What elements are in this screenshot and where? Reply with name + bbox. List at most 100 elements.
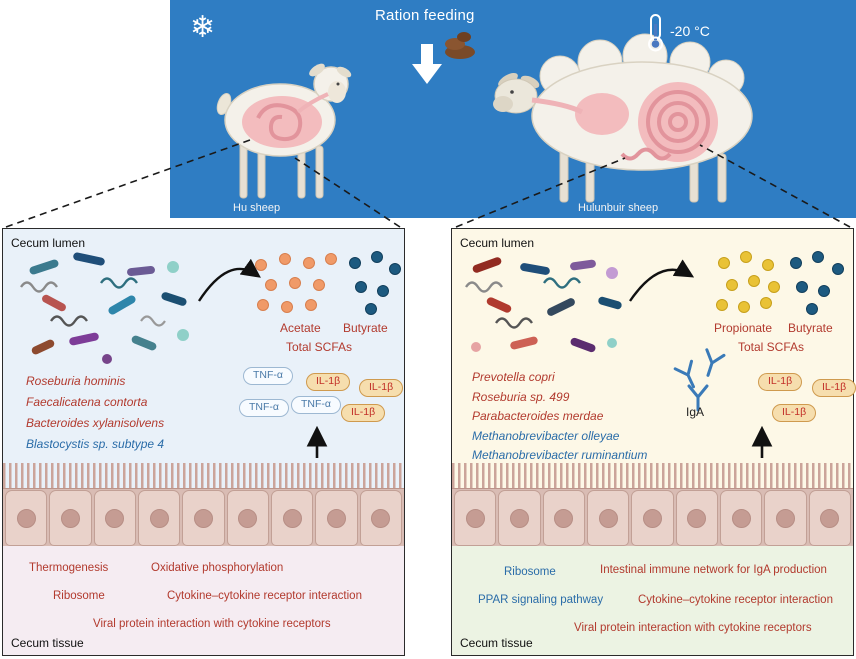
cell-nucleus: [16, 509, 36, 528]
cell-nucleus: [105, 509, 125, 528]
pathway-label: Viral protein interaction with cytokine …: [93, 618, 331, 630]
temperature-label: -20 °C: [670, 23, 710, 39]
cell-nucleus: [238, 509, 258, 528]
cell-nucleus: [687, 509, 707, 528]
epithelial-cell: [631, 490, 674, 546]
cell-nucleus: [60, 509, 80, 528]
pathway-label: Ribosome: [504, 566, 556, 578]
pathway-label: Thermogenesis: [29, 562, 109, 574]
cell-nucleus: [465, 509, 485, 528]
epithelial-cell: [5, 490, 48, 546]
epithelial-cell-row: [452, 489, 853, 546]
bacteria-name: Blastocystis sp. subtype 4: [26, 437, 165, 451]
iga-antibody-icons: [673, 348, 726, 412]
cell-nucleus: [193, 509, 213, 528]
pathway-label: PPAR signaling pathway: [478, 594, 604, 606]
bacteria-name: Methanobrevibacter olleyae: [472, 428, 620, 443]
bacteria-cluster: [20, 252, 189, 364]
top-panel-illustration: [216, 14, 753, 203]
right-lumen-illustration: [465, 251, 844, 458]
left-cecum-lumen: Cecum lumen Acetate Butyrate Total SCFAs…: [3, 229, 404, 463]
cell-nucleus: [326, 509, 346, 528]
pathway-label: Viral protein interaction with cytokine …: [574, 622, 812, 634]
cell-nucleus: [554, 509, 574, 528]
epithelial-cell: [49, 490, 92, 546]
iga-label: IgA: [686, 405, 705, 419]
right-bacteria-list: Prevotella copri Roseburia sp. 499 Parab…: [472, 368, 647, 466]
top-panel: ❄ Ration feeding -20 °C Hu sheep Hulunbu…: [170, 0, 856, 218]
cell-nucleus: [149, 509, 169, 528]
left-bacteria-list: Roseburia hominis Faecalicatena contorta…: [26, 371, 164, 455]
epithelial-cell: [808, 490, 851, 546]
epithelial-cell: [675, 490, 718, 546]
il-1b-pill: IL-1β: [812, 379, 856, 397]
butyrate-dots: [790, 251, 844, 315]
feed-pile-icon: [445, 32, 475, 59]
left-tissue-label: Cecum tissue: [11, 636, 84, 650]
propionate-dots: [716, 251, 780, 313]
tnf-alpha-pill: TNF-α: [239, 399, 289, 417]
il-1b-pill: IL-1β: [758, 373, 803, 391]
epithelial-cell: [182, 490, 225, 546]
left-lumen-label: Cecum lumen: [11, 236, 86, 250]
left-tissue-region: Thermogenesis Oxidative phosphorylation …: [3, 546, 404, 655]
epithelial-cell: [270, 490, 314, 546]
cell-nucleus: [820, 509, 840, 528]
hu-sheep-label: Hu sheep: [233, 202, 281, 214]
ration-feeding-title: Ration feeding: [375, 7, 475, 24]
epithelial-cell: [764, 490, 807, 546]
epithelial-cell: [137, 490, 181, 546]
cell-nucleus: [282, 509, 302, 528]
bacteria-name: Roseburia sp. 499: [472, 389, 570, 404]
right-tissue-region: Ribosome Intestinal immune network for I…: [452, 546, 853, 655]
epithelial-cell: [542, 490, 585, 546]
epithelial-cell: [454, 490, 497, 546]
cell-nucleus: [642, 509, 662, 528]
bacteria-name: Parabacteroides merdae: [472, 409, 604, 423]
epithelial-cell: [226, 490, 269, 546]
bacteria-name: Faecalicatena contorta: [26, 395, 148, 409]
cell-nucleus: [371, 509, 391, 528]
total-scfas-label: Total SCFAs: [286, 340, 353, 354]
left-lumen-illustration: [20, 251, 401, 458]
total-scfas-label: Total SCFAs: [738, 340, 805, 354]
hulunbuir-sheep-illustration: [493, 33, 753, 203]
tnf-alpha-pill: TNF-α: [243, 367, 293, 385]
il-1b-pill: IL-1β: [306, 373, 351, 391]
tnf-alpha-pill: TNF-α: [291, 396, 341, 414]
propionate-label: Propionate: [714, 321, 773, 335]
bacteria-name: Prevotella copri: [472, 370, 555, 384]
brush-border: [3, 463, 404, 489]
acetate-label: Acetate: [280, 321, 321, 335]
snowflake-icon: ❄: [190, 11, 216, 44]
left-cecum-panel: Cecum lumen Acetate Butyrate Total SCFAs…: [2, 228, 405, 656]
il-1b-pill: IL-1β: [341, 404, 386, 422]
thermometer-icon: [648, 14, 663, 52]
epithelial-cell-row: [3, 489, 404, 546]
brush-border: [452, 463, 853, 489]
right-cecum-lumen: Cecum lumen Propionate Butyrate Total SC…: [452, 229, 856, 466]
right-cecum-panel: Cecum lumen Propionate Butyrate Total SC…: [451, 228, 856, 656]
hu-sheep-illustration: [216, 63, 352, 199]
right-lumen-label: Cecum lumen: [460, 236, 535, 250]
epithelial-cell: [93, 490, 136, 546]
pathway-label: Ribosome: [53, 590, 105, 602]
cell-nucleus: [731, 509, 751, 528]
down-arrow-icon: [412, 44, 442, 84]
butyrate-dots: [349, 251, 401, 315]
il-1b-pill: IL-1β: [772, 404, 817, 422]
il-1b-pill: IL-1β: [359, 379, 404, 397]
bacteria-cluster: [465, 257, 622, 353]
epithelial-cell: [586, 490, 630, 546]
pathway-label: Intestinal immune network for IgA produc…: [600, 564, 827, 576]
hulunbuir-sheep-label: Hulunbuir sheep: [578, 202, 659, 214]
lumen-curved-arrow: [629, 259, 695, 302]
epithelial-cell: [315, 490, 358, 546]
bacteria-name: Roseburia hominis: [26, 374, 126, 388]
pathway-label: Oxidative phosphorylation: [151, 562, 284, 574]
epithelial-cell: [498, 490, 541, 546]
butyrate-label: Butyrate: [343, 321, 388, 335]
acetate-dots: [255, 253, 337, 313]
epithelial-cell: [719, 490, 763, 546]
